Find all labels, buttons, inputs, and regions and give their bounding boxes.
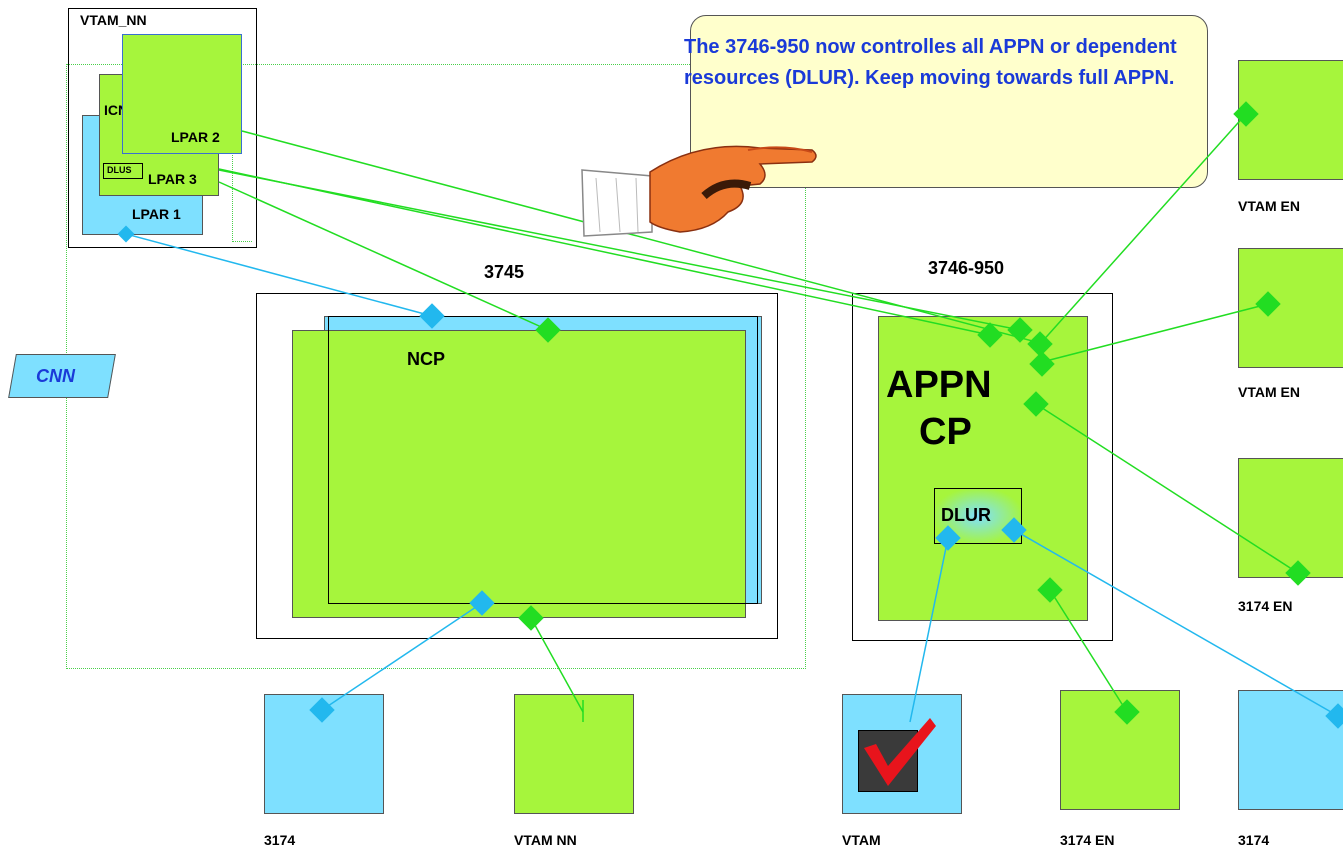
ncp-label: NCP bbox=[407, 349, 446, 369]
cnn-label: CNN bbox=[36, 366, 75, 386]
fep3746-title: 3746-950 bbox=[928, 258, 1005, 278]
dlus-label: DLUS bbox=[107, 165, 132, 175]
fep3745-title: 3745 bbox=[484, 262, 525, 282]
right-label-1: VTAM EN bbox=[1238, 198, 1300, 214]
bottom-label-5: 3174 bbox=[1238, 832, 1270, 848]
lpar3-label: LPAR 3 bbox=[148, 171, 197, 187]
right-label-3: 3174 EN bbox=[1238, 598, 1293, 614]
host-title: VTAM_NN bbox=[80, 12, 147, 28]
bottom-node-3174-1 bbox=[264, 694, 384, 814]
lpar1-label: LPAR 1 bbox=[132, 206, 181, 222]
appn-label: APPN bbox=[886, 364, 992, 406]
bottom-node-3174-2 bbox=[1238, 690, 1343, 810]
right-label-2: VTAM EN bbox=[1238, 384, 1300, 400]
lpar2-label: LPAR 2 bbox=[171, 129, 220, 145]
bottom-label-4: 3174 EN bbox=[1060, 832, 1115, 848]
fep3746-green-panel bbox=[878, 316, 1088, 621]
dlus-badge bbox=[103, 163, 143, 179]
right-node-vtam-en-1 bbox=[1238, 60, 1343, 180]
lpar2-box bbox=[122, 34, 242, 154]
cp-label: CP bbox=[919, 411, 972, 453]
bottom-label-1: 3174 bbox=[264, 832, 296, 848]
fep3745-inner-outline bbox=[328, 316, 758, 604]
right-node-3174-en bbox=[1238, 458, 1343, 578]
callout-text: The 3746-950 now controlles all APPN or … bbox=[684, 36, 1177, 89]
bottom-node-vtam-nn bbox=[514, 694, 634, 814]
bottom-node-3174-en bbox=[1060, 690, 1180, 810]
bottom-label-3: VTAM bbox=[842, 832, 881, 848]
dlur-label: DLUR bbox=[941, 505, 991, 525]
bottom-label-2: VTAM NN bbox=[514, 832, 577, 848]
right-node-vtam-en-2 bbox=[1238, 248, 1343, 368]
check-square bbox=[858, 730, 918, 792]
